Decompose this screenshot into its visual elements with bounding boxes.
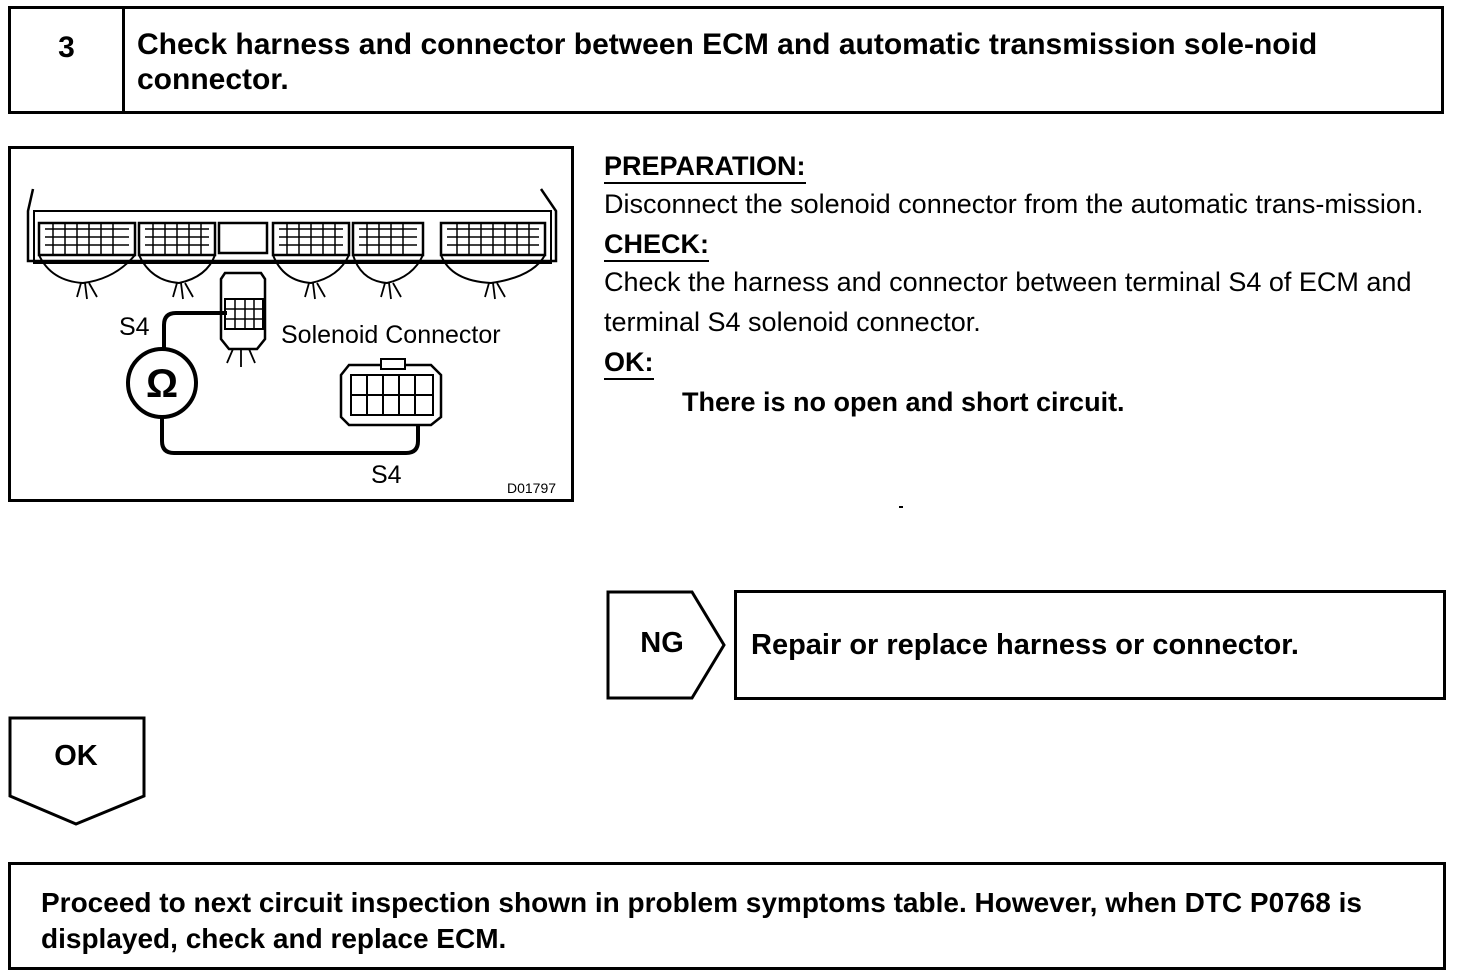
preparation-text: Disconnect the solenoid connector from t… xyxy=(604,189,1424,219)
solenoid-connector-icon xyxy=(339,358,443,427)
harness-loop-5 xyxy=(440,254,546,285)
ecm-blank-socket xyxy=(217,221,269,255)
ecm-connector-2 xyxy=(137,221,217,257)
ng-label: NG xyxy=(640,627,684,659)
check-text: Check the harness and connector between … xyxy=(604,267,1412,337)
check-heading: CHECK: xyxy=(604,228,709,262)
final-instruction-box: Proceed to next circuit inspection shown… xyxy=(8,862,1446,970)
solenoid-connector-label: Solenoid Connector xyxy=(281,321,501,349)
diagram-svg: Ω S4 Solenoid Connector S4 D01797 xyxy=(26,188,558,496)
ohmmeter-symbol: Ω xyxy=(146,362,178,406)
ok-result: There is no open and short circuit. xyxy=(682,387,1125,417)
harness-loop-1 xyxy=(38,254,136,285)
test-lead-ecm xyxy=(162,311,227,357)
ecm-connector-1 xyxy=(37,221,137,257)
ng-result-box: Repair or replace harness or connector. xyxy=(734,590,1446,700)
ecm-housing xyxy=(33,210,552,264)
ok-heading: OK: xyxy=(604,346,654,380)
step-title: Check harness and connector between ECM … xyxy=(137,28,1318,96)
ecm-terminal-label: S4 xyxy=(119,313,150,341)
harness-loop-3 xyxy=(272,254,350,285)
solenoid-terminal-label: S4 xyxy=(371,461,402,489)
final-instruction-text: Proceed to next circuit inspection shown… xyxy=(41,887,1362,954)
ecm-connector-3 xyxy=(271,221,351,257)
step-number: 3 xyxy=(11,9,125,111)
ecm-body-outline xyxy=(26,188,558,263)
step-header: 3 Check harness and connector between EC… xyxy=(8,6,1444,114)
wiring-diagram: Ω S4 Solenoid Connector S4 D01797 xyxy=(8,146,574,502)
ecm-connector-5 xyxy=(439,221,547,257)
harness-loop-4 xyxy=(352,254,424,285)
test-lead-solenoid xyxy=(160,393,420,455)
harness-loop-2 xyxy=(138,254,216,285)
instructions: PREPARATION: Disconnect the solenoid con… xyxy=(604,146,1446,420)
ng-result-text: Repair or replace harness or connector. xyxy=(751,629,1299,661)
wire-bundles xyxy=(76,282,506,300)
ng-arrow-icon xyxy=(606,590,726,700)
stray-mark xyxy=(899,506,903,508)
ecm-connector-4 xyxy=(351,221,425,257)
probe-connector xyxy=(219,271,267,367)
ok-label: OK xyxy=(54,740,98,772)
preparation-heading: PREPARATION: xyxy=(604,150,806,184)
figure-code: D01797 xyxy=(507,480,556,496)
ok-arrow-icon xyxy=(8,716,146,826)
